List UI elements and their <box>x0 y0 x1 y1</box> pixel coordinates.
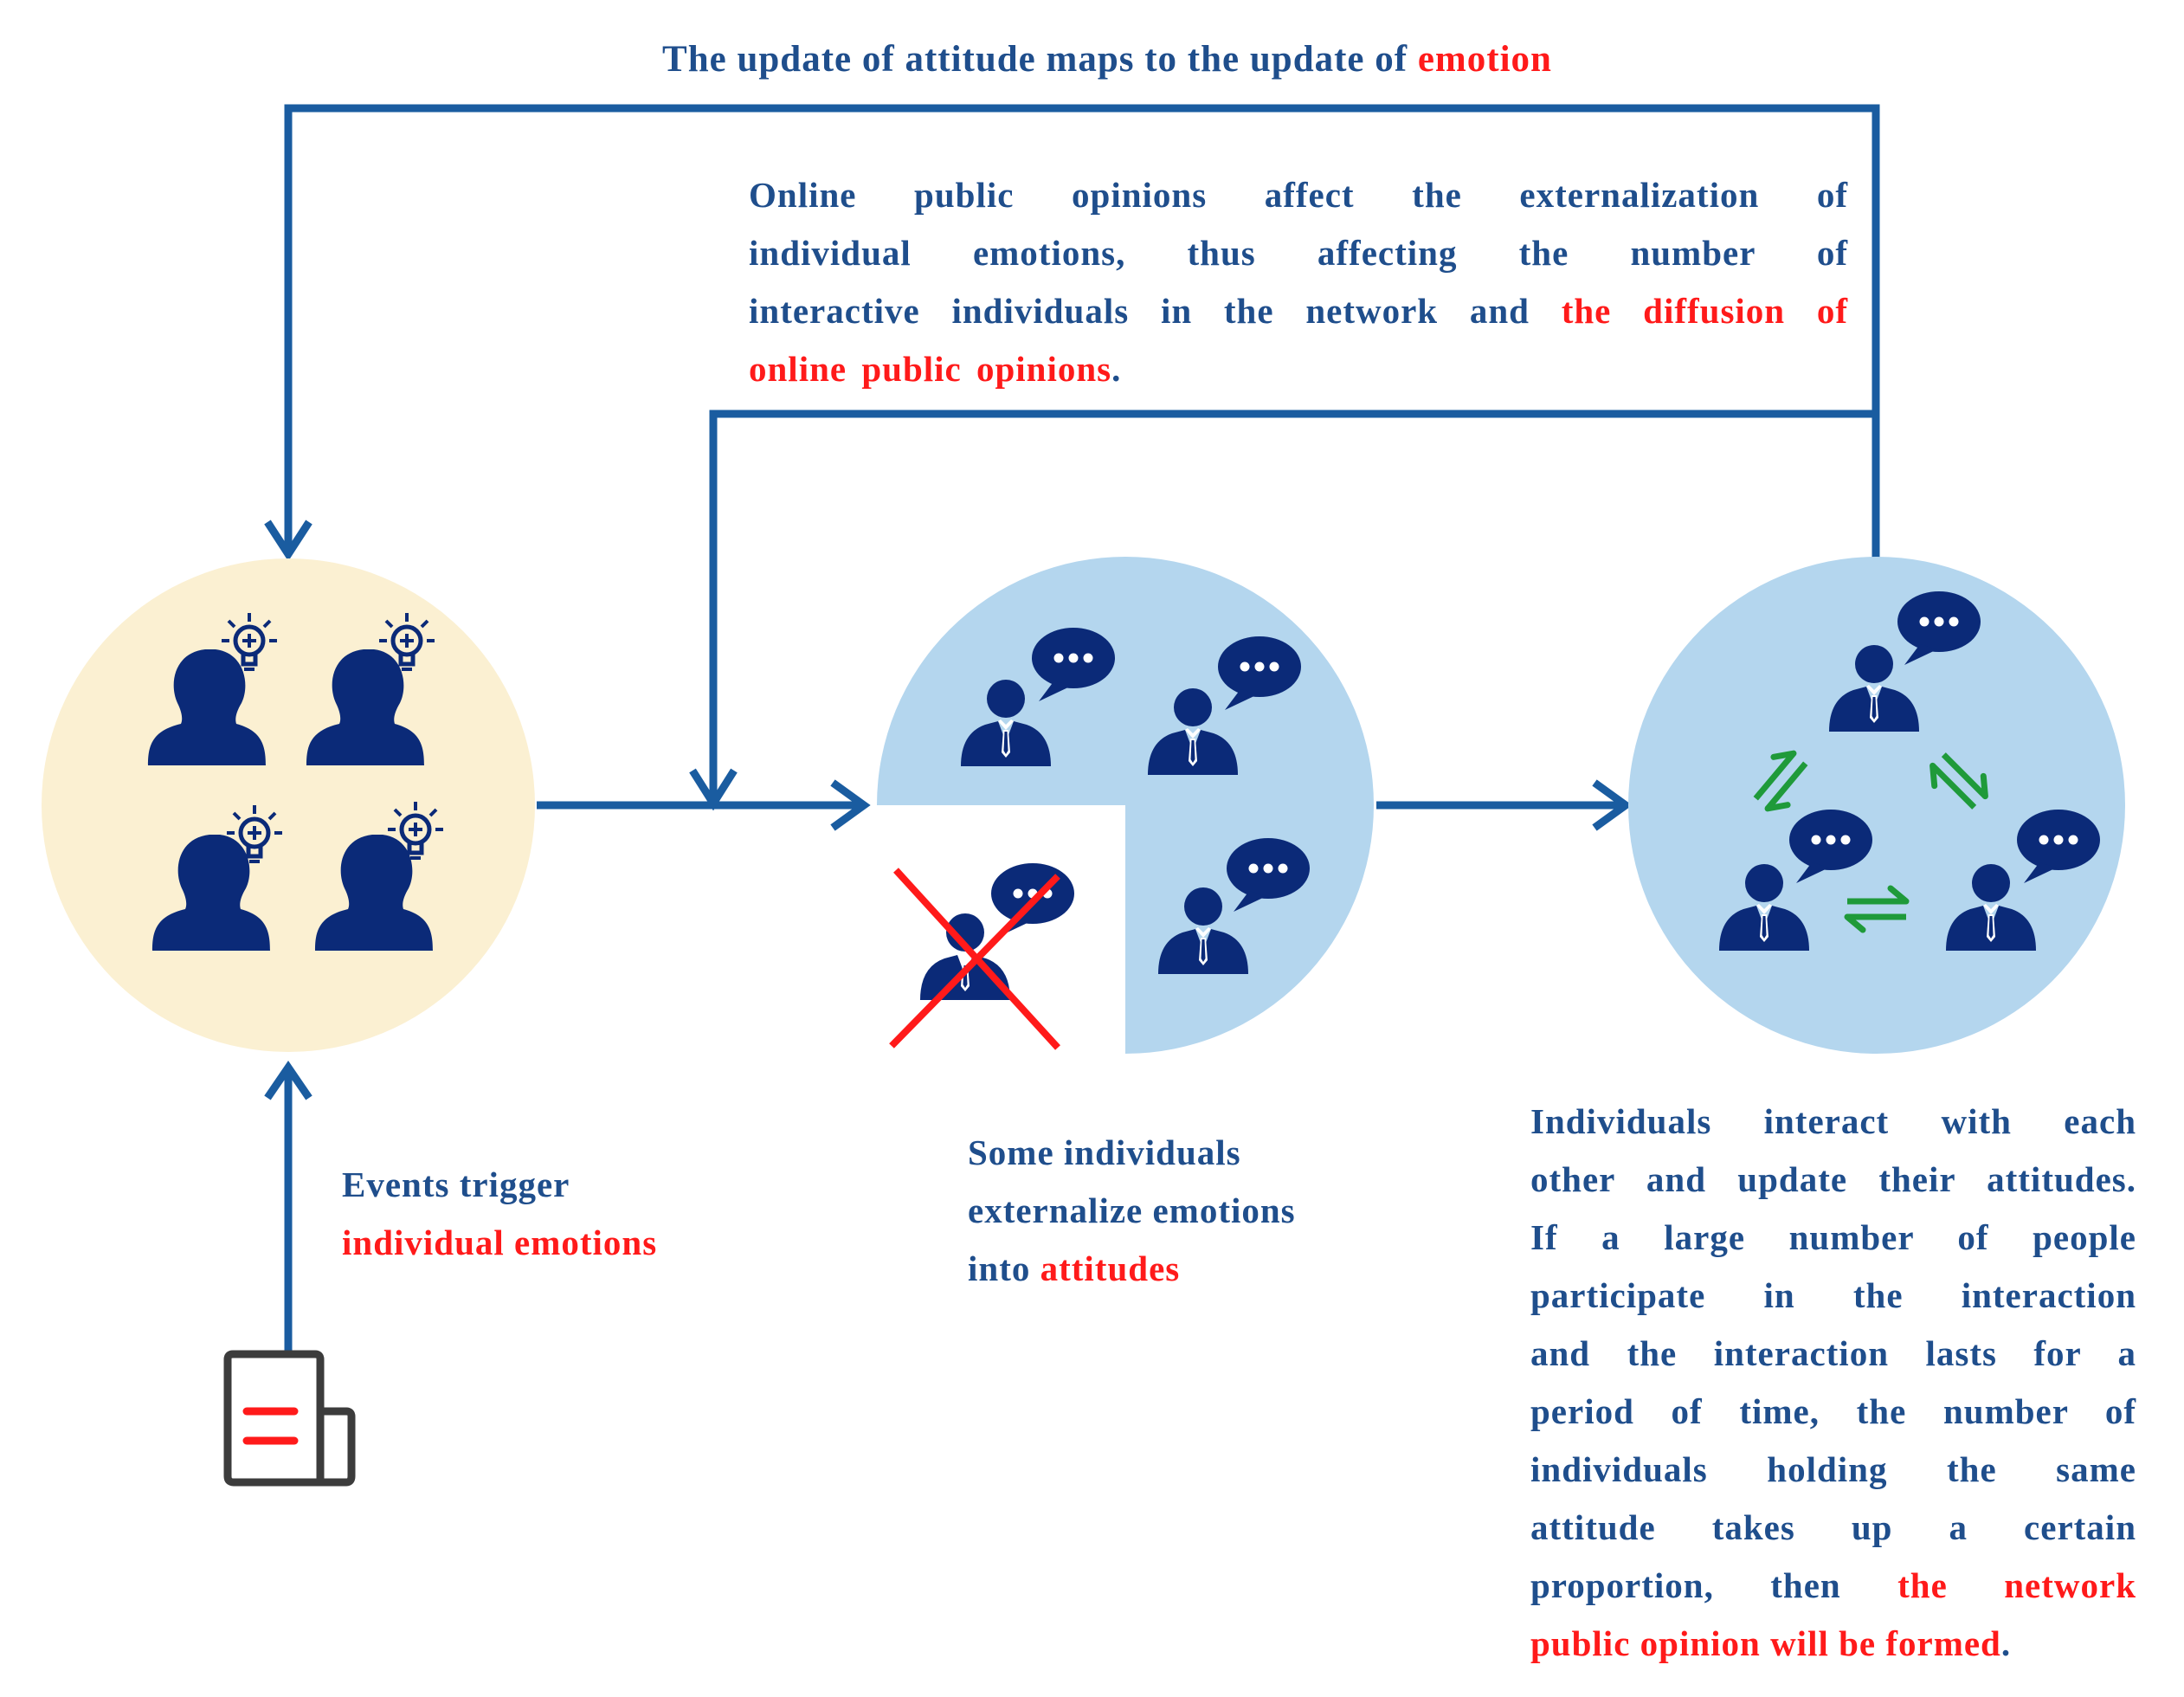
stage2-label-line: Some individuals <box>968 1132 1241 1172</box>
feedback-loop-top <box>284 104 1880 561</box>
stage1-label-text: Events trigger <box>342 1165 570 1204</box>
feedback-inner-line: online public opinions. <box>749 340 1848 398</box>
stage2-label-line3-text: into <box>968 1249 1040 1288</box>
stage3-label-line: other and update their attitudes. <box>1530 1159 2136 1199</box>
flow-arrow-1-head <box>830 779 871 831</box>
stage3-label: Individuals interact with each other and… <box>1530 1093 2136 1673</box>
stage3-label-line: participate in the interaction <box>1530 1275 2136 1315</box>
stage2-label-line: externalize emotions <box>968 1190 1296 1230</box>
stage3-label-line9-highlight: the network <box>1897 1565 2136 1605</box>
stage1-label-highlight: individual emotions <box>342 1223 658 1262</box>
feedback-inner-label: Online public opinions affect the extern… <box>749 166 1848 398</box>
stage2-label-highlight: attitudes <box>1040 1249 1181 1288</box>
stage3-label-line: attitude takes up a certain <box>1530 1507 2136 1547</box>
stage3-circle <box>1628 557 2125 1054</box>
stage3-label-line9-text: proportion, then <box>1530 1565 1898 1605</box>
stage3-label-line: individuals holding the same <box>1530 1449 2136 1489</box>
feedback-inner-line4-end: . <box>1111 349 1122 389</box>
feedback-top-text: The update of attitude maps to the updat… <box>662 39 1418 80</box>
feedback-loop-inner <box>709 410 1876 803</box>
stage3-label-line: proportion, then the network <box>1530 1557 2136 1615</box>
stage3-label-line: If a large number of people <box>1530 1217 2136 1257</box>
event-arrow-head <box>264 1061 312 1100</box>
cross-mark <box>889 874 1060 1049</box>
stage3-label-line: period of time, the number of <box>1530 1391 2136 1431</box>
feedback-loop-top-arrowhead <box>264 519 312 562</box>
stage1-circle <box>42 558 535 1052</box>
feedback-inner-line: Online public opinions affect the extern… <box>749 175 1848 215</box>
feedback-top-highlight: emotion <box>1417 39 1552 80</box>
newspaper-icon <box>223 1350 356 1487</box>
removed-person-icon <box>920 913 1010 1000</box>
stage3-label-line: public opinion will be formed. <box>1530 1615 2136 1673</box>
stage2-label: Some individuals externalize emotions in… <box>968 1124 1418 1298</box>
feedback-top-label: The update of attitude maps to the updat… <box>0 38 2184 81</box>
feedback-inner-line: interactive individuals in the network a… <box>749 282 1848 340</box>
feedback-inner-line3-text: interactive individuals in the network a… <box>749 291 1562 331</box>
stage3-label-line10-highlight: public opinion will be formed <box>1530 1623 2001 1663</box>
stage3-label-line: and the interaction lasts for a <box>1530 1333 2136 1373</box>
stage3-label-line: Individuals interact with each <box>1530 1101 2136 1141</box>
feedback-inner-line4-highlight: online public opinions <box>749 349 1112 389</box>
stage1-label: Events trigger individual emotions <box>342 1156 775 1272</box>
flow-arrow-2-head <box>1592 779 1633 831</box>
feedback-inner-line: individual emotions, thus affecting the … <box>749 233 1848 273</box>
stage2-label-line: into attitudes <box>968 1240 1418 1298</box>
feedback-inner-line3-highlight: the diffusion of <box>1561 291 1849 331</box>
stage3-label-line10-end: . <box>2000 1623 2012 1663</box>
